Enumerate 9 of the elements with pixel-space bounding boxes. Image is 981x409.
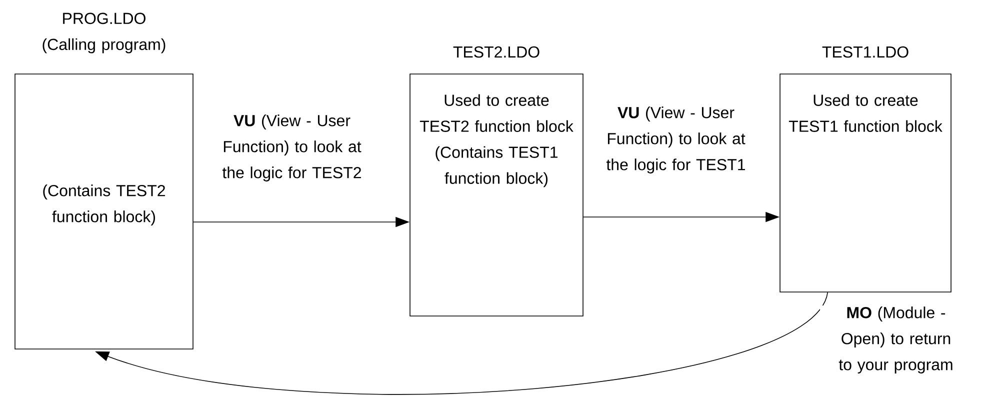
box-heading: TEST1.LDO: [822, 46, 908, 58]
edge-label: VU (View - User Function) to look at the logic for TEST2: [206, 114, 378, 182]
box-heading: TEST2.LDO: [453, 46, 540, 58]
edge-label: MO (Module - Open) to return to your program: [820, 306, 972, 374]
process-box: Used to create TEST2 function block (Contains TEST1 function block): [410, 74, 584, 316]
process-box: (Contains TEST2 function block): [14, 74, 194, 350]
edge-label: VU (View - User Function) to look at the logic for TEST1: [590, 106, 762, 174]
process-box: Used to create TEST1 function block: [780, 74, 952, 292]
box-heading: PROG.LDO (Calling program): [42, 12, 166, 54]
